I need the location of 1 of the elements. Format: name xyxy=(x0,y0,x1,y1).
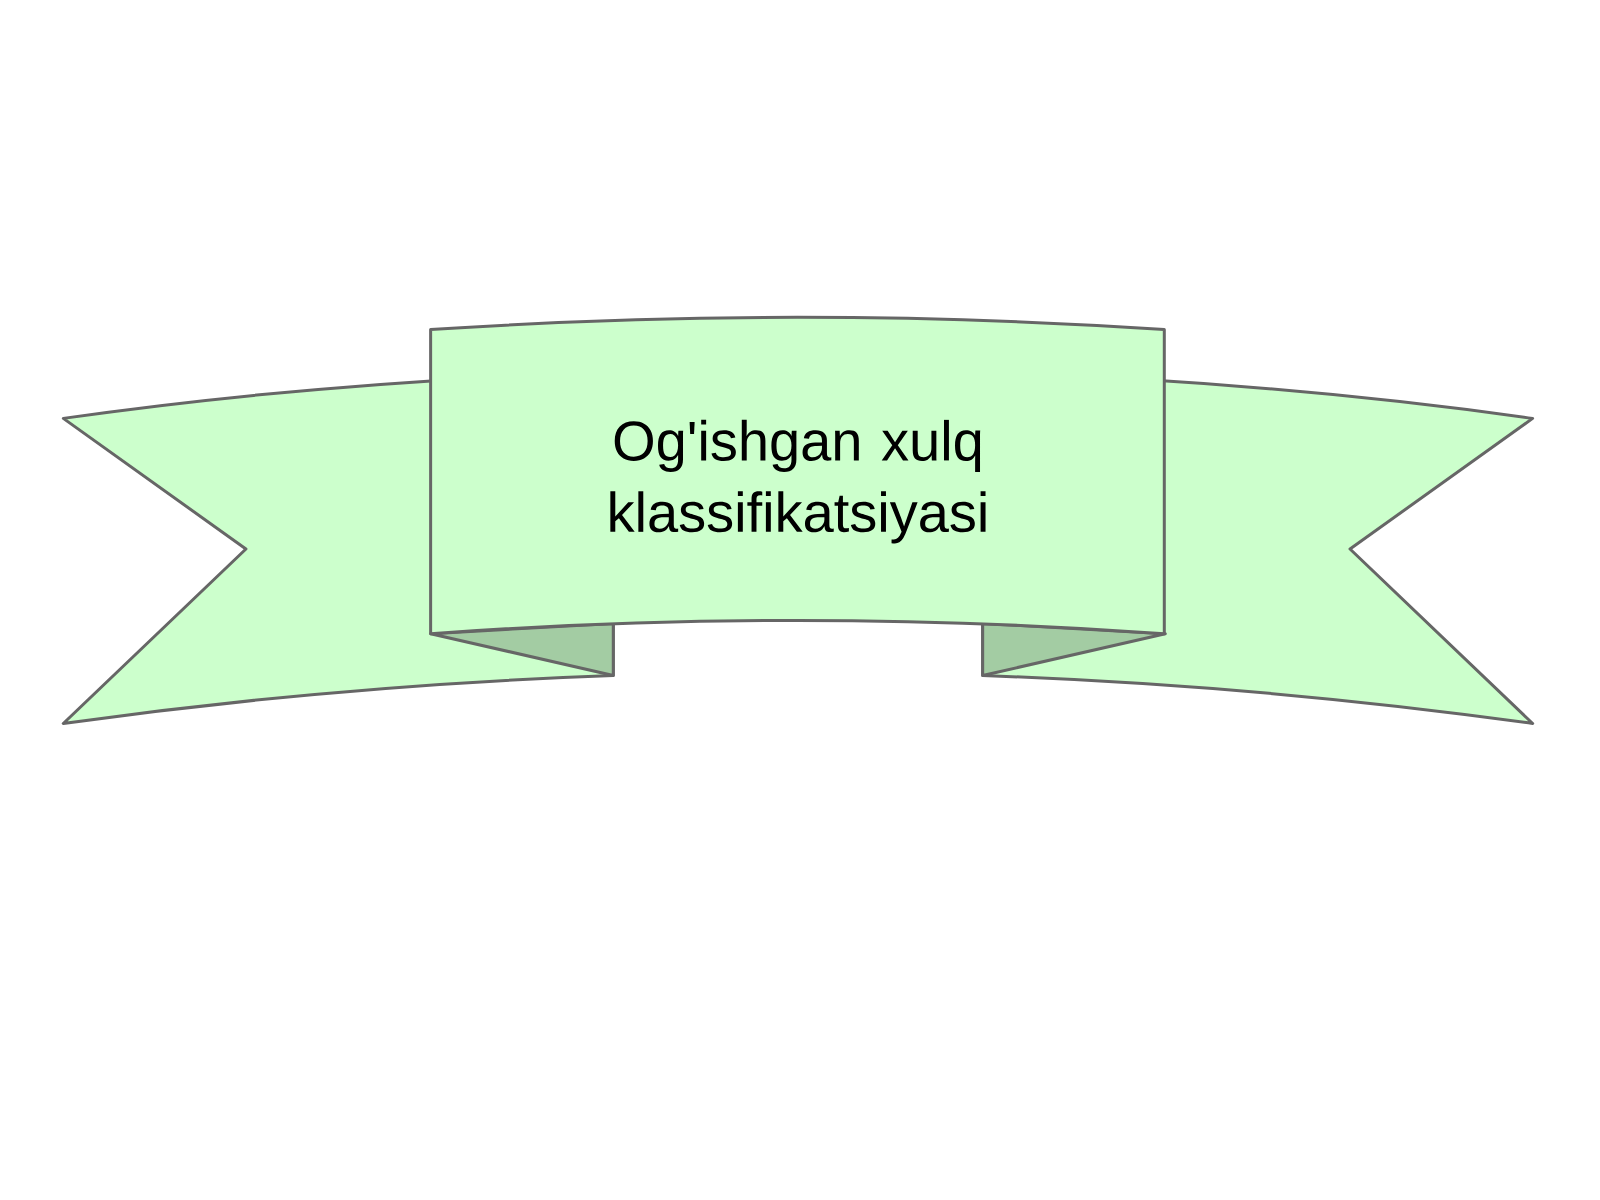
ribbon-banner: Og'ishgan xulq klassifikatsiyasi xyxy=(61,315,1535,725)
